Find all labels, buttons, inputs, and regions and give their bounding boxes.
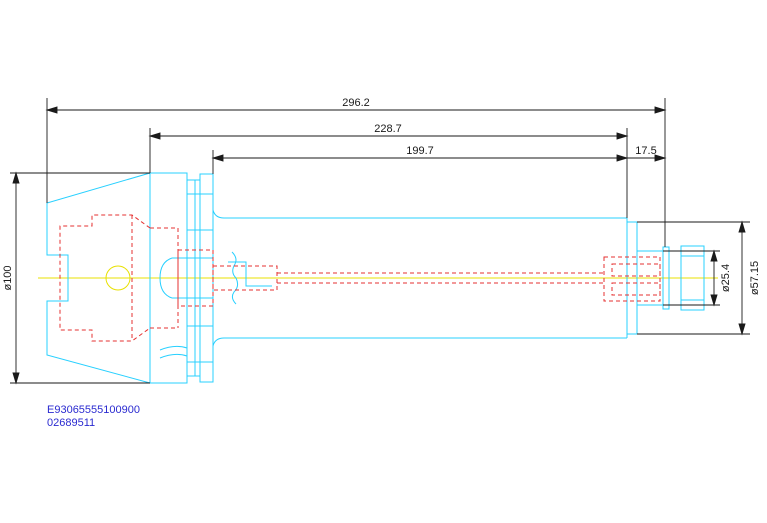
dim-bore-diameter: ø25.4: [720, 264, 732, 292]
orientation-hole: [105, 265, 131, 291]
dimension-lines: [10, 98, 750, 385]
part-code-line-1: E93065555100900: [47, 404, 140, 416]
dim-shank-length: 228.7: [374, 123, 402, 135]
hidden-features: [59, 214, 661, 342]
bore-outline: [159, 251, 272, 305]
dim-overall-length: 296.2: [342, 97, 370, 109]
dim-nose-diameter: ø57.15: [749, 261, 761, 295]
dim-flange-diameter: ø100: [2, 265, 14, 290]
part-code-line-2: 02689511: [47, 417, 96, 429]
dim-nose-length: 17.5: [635, 145, 656, 157]
dim-body-length: 199.7: [406, 145, 434, 157]
